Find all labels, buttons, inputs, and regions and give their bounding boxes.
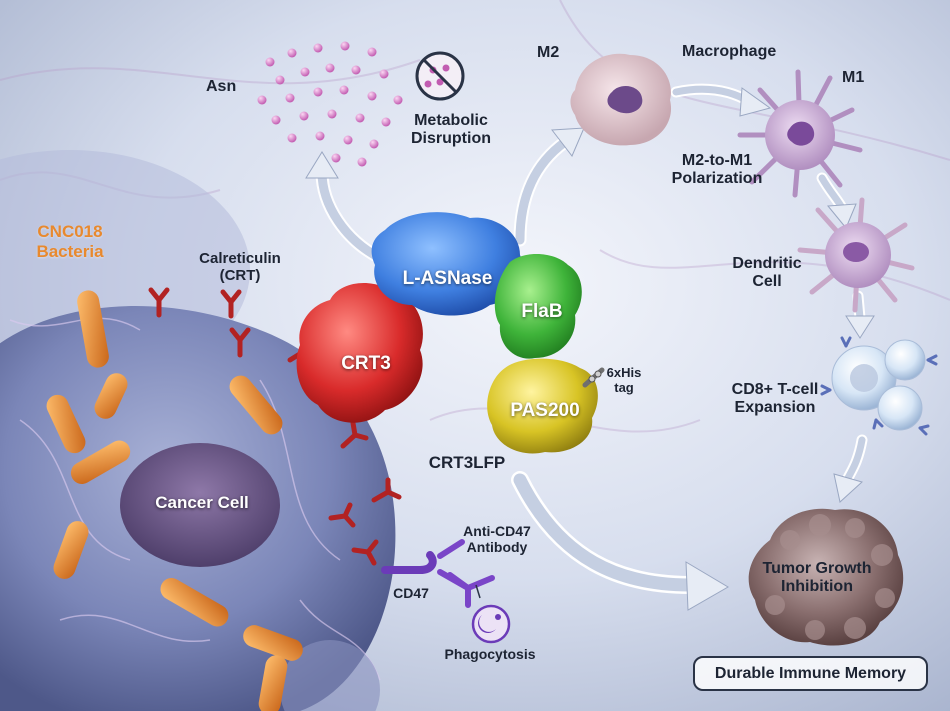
immune-memory-label: Durable Immune Memory — [714, 664, 907, 682]
flab-label: FlaB — [521, 301, 563, 322]
bacterium — [53, 521, 89, 579]
flab-domain — [494, 254, 582, 359]
cancer-nucleus — [120, 443, 280, 567]
receptor-icon — [328, 502, 356, 528]
bacteria-label: CNC018 Bacteria — [36, 222, 104, 261]
polarization-label: M2-to-M1 Polarization — [671, 152, 763, 188]
tumor-growth-label: Tumor Growth Inhibition — [762, 560, 872, 596]
crt3-domain — [296, 282, 423, 423]
bacterium — [258, 655, 288, 711]
pas200-domain — [487, 358, 598, 454]
crt3lfp-label: CRT3LFP — [428, 453, 506, 472]
bacterium — [243, 625, 303, 661]
receptor-icon — [220, 289, 242, 319]
t-cell — [884, 339, 926, 381]
macrophage-label: Macrophage — [682, 43, 777, 60]
crt3lfp-protein — [296, 212, 605, 454]
his-tag-label: 6xHis tag — [606, 365, 642, 395]
immune-memory-box: Durable Immune Memory — [693, 656, 928, 691]
m2-macrophage — [570, 53, 672, 146]
receptor-icon — [148, 287, 170, 318]
asn-molecules — [257, 41, 403, 167]
metabolic-disruption-label: Metabolic Disruption — [411, 112, 491, 148]
bacterium — [94, 373, 128, 419]
pathway-arrows — [305, 83, 875, 611]
bacterium — [77, 290, 109, 368]
cd47-antibody-complex — [381, 539, 495, 608]
asn-label: Asn — [206, 78, 237, 95]
no-symbol-icon — [415, 51, 465, 101]
background-bump — [280, 640, 380, 711]
antibody-icon — [437, 539, 495, 608]
receptor-icon — [351, 539, 379, 566]
m2-label: M2 — [537, 44, 560, 61]
receptor-icon — [340, 420, 369, 449]
calreticulin-label: Calreticulin (CRT) — [199, 250, 281, 285]
dendritic-cell — [797, 197, 915, 313]
anti-cd47-label: Anti-CD47 Antibody — [463, 523, 531, 556]
m1-macrophage — [737, 69, 863, 198]
phagocytosis-label: Phagocytosis — [444, 646, 536, 662]
bacterium — [229, 375, 283, 435]
bacterium — [160, 578, 229, 627]
tumor-mass — [748, 508, 904, 646]
his-tag-icon — [582, 367, 605, 388]
t-cell — [877, 385, 923, 431]
dendritic-cell-label: Dendritic Cell — [732, 255, 802, 291]
bacterium — [46, 394, 86, 454]
cd47-receptor — [381, 551, 437, 574]
antibody-pointer — [475, 584, 481, 599]
crt3-label: CRT3 — [341, 353, 391, 374]
bacterium — [70, 440, 131, 484]
m1-label: M1 — [842, 69, 865, 86]
l-asnase-label: L-ASNase — [402, 268, 493, 289]
phagocytosis-icon — [471, 604, 511, 644]
receptor-icon — [371, 477, 402, 503]
cd47-label: CD47 — [393, 585, 429, 601]
t-cell-cluster — [820, 336, 938, 436]
cd8-t-cell-label: CD8+ T-cell Expansion — [731, 381, 819, 417]
pas200-label: PAS200 — [510, 400, 580, 421]
bacteria-group — [46, 290, 303, 711]
l-asnase-domain — [371, 212, 524, 316]
cancer-cell-label: Cancer Cell — [155, 493, 249, 512]
receptor-icon — [229, 327, 251, 358]
